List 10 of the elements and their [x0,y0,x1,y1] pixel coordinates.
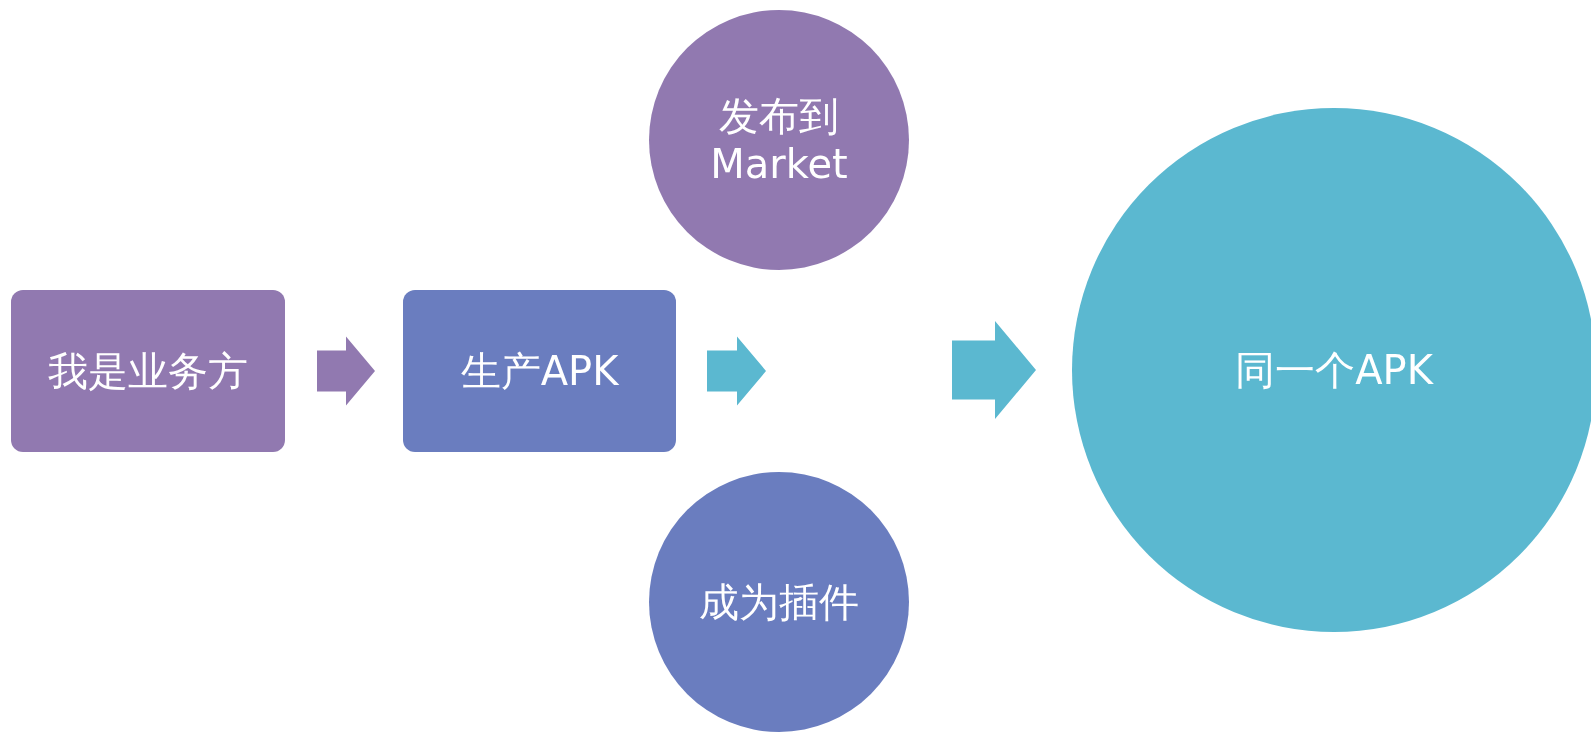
process-box [11,290,285,452]
node-label: 同一个APK [1235,346,1433,394]
node-label: 我是业务方 [48,347,248,395]
block-arrow [952,321,1036,419]
process-box [403,290,676,452]
node-label: 成为插件 [699,578,859,626]
node-label: 发布到 Market [709,92,849,188]
block-arrow [707,336,766,406]
block-arrow [317,336,375,406]
node-label: 生产APK [460,347,619,395]
